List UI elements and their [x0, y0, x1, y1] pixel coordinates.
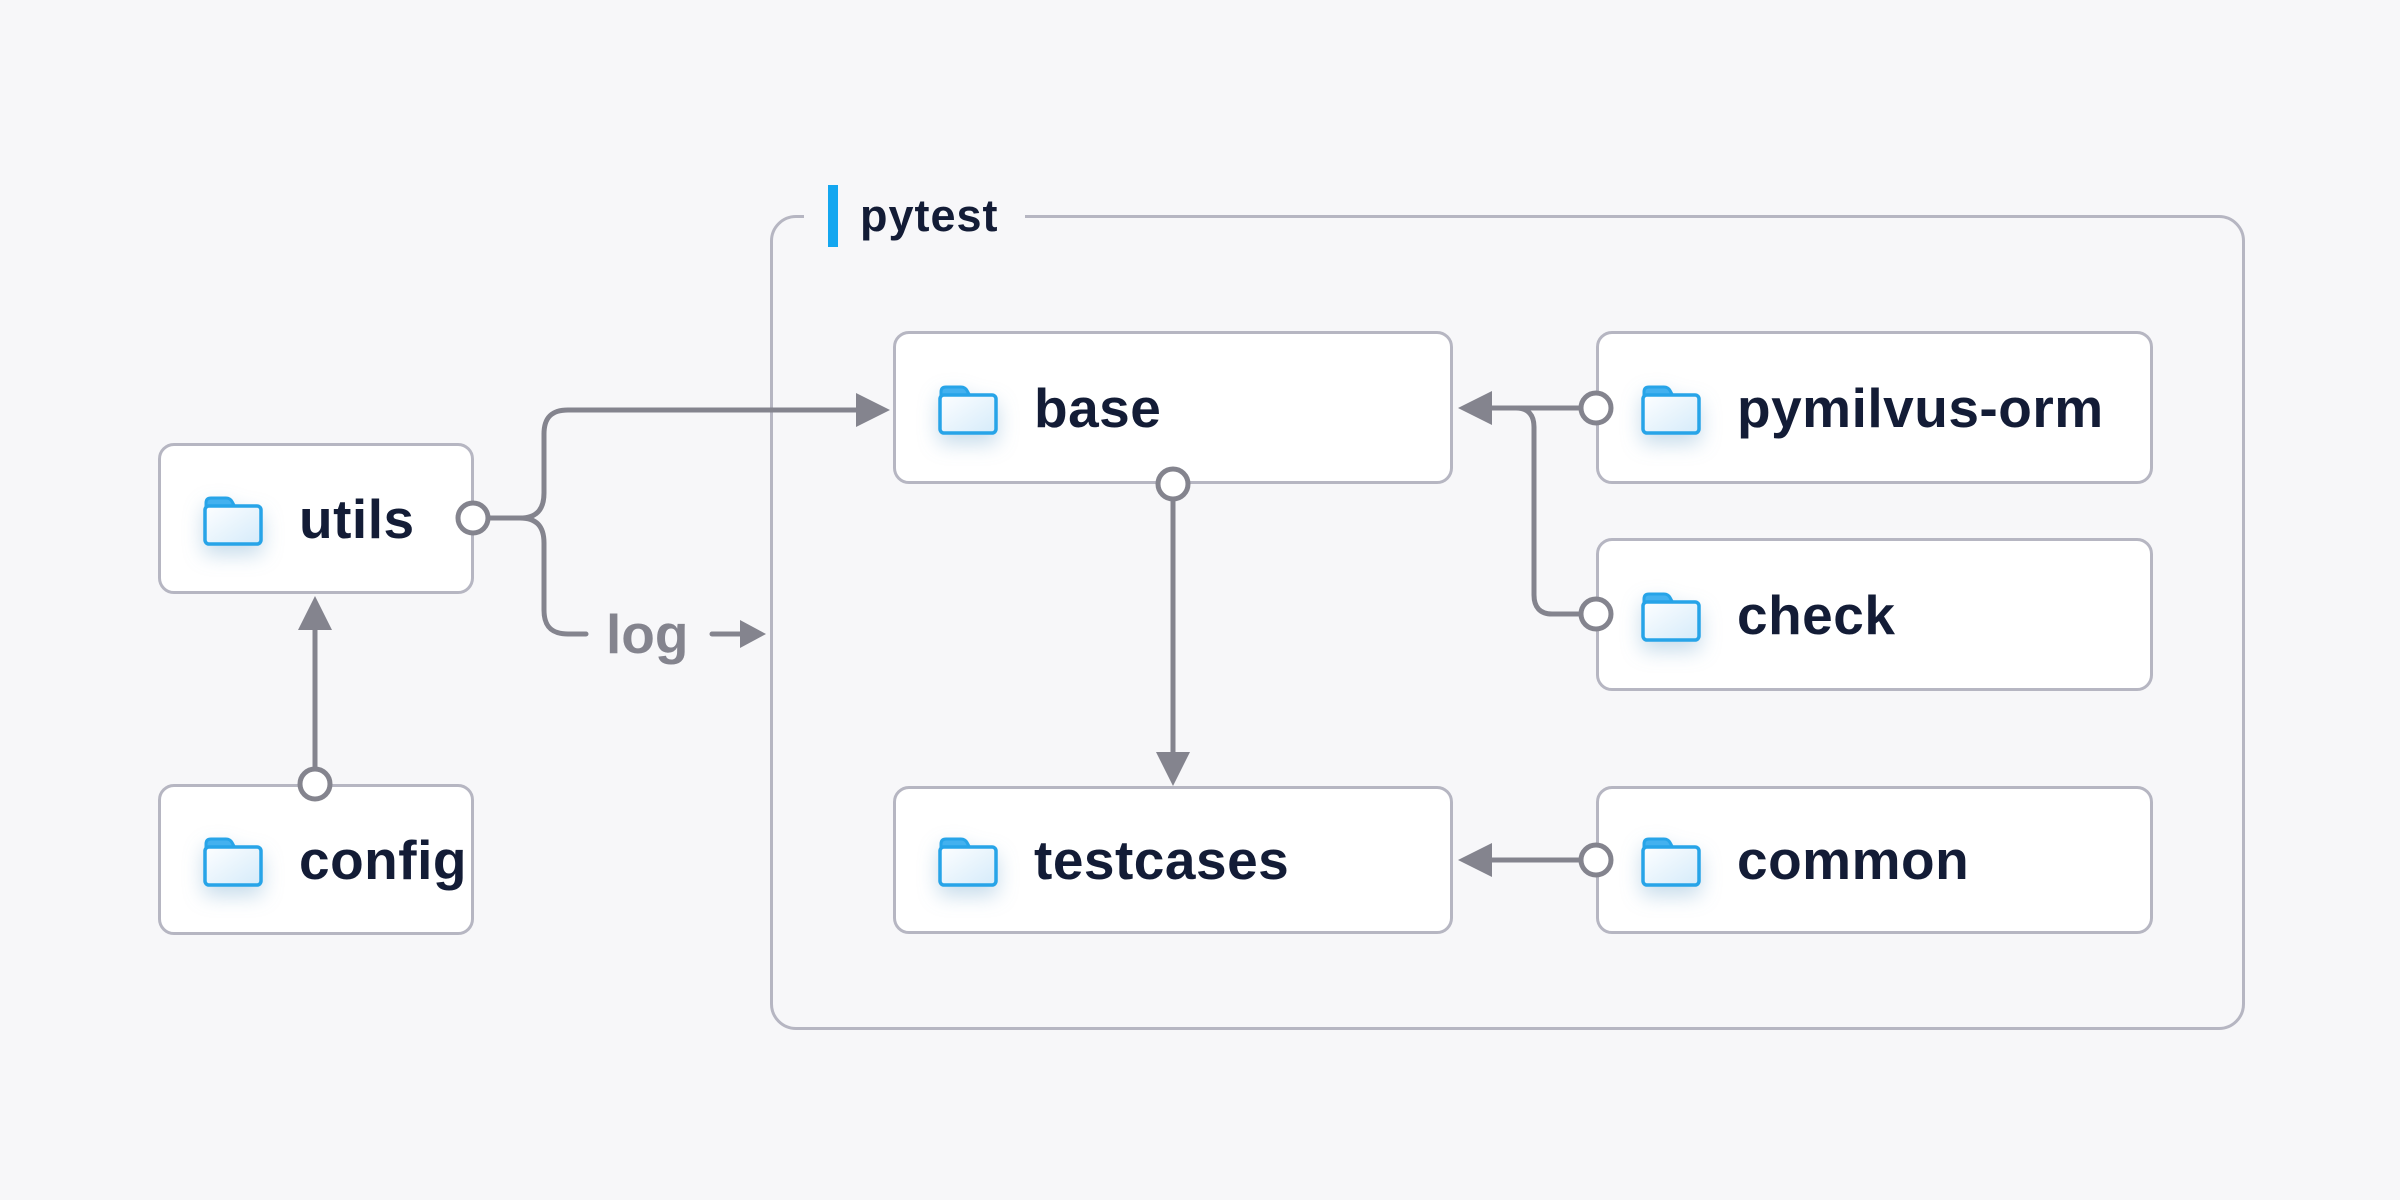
folder-icon: [1641, 385, 1701, 435]
arrowhead-into-utils: [298, 596, 332, 630]
folder-icon: [203, 496, 263, 546]
folder-icon: [203, 837, 263, 887]
node-label: common: [1737, 829, 1970, 891]
node-label: check: [1737, 583, 1896, 646]
folder-icon: [1641, 592, 1701, 642]
node-check[interactable]: check: [1596, 538, 2153, 691]
edge-utils-log: [485, 515, 589, 637]
node-label: config: [299, 828, 467, 891]
arrowhead-log: [740, 620, 766, 648]
node-base[interactable]: base: [893, 331, 1453, 484]
folder-icon: [938, 385, 998, 435]
node-label: testcases: [1034, 829, 1290, 891]
pytest-container: [770, 215, 2245, 1030]
node-label: base: [1034, 376, 1162, 439]
node-pymilvus-orm[interactable]: pymilvus-orm: [1596, 331, 2153, 484]
node-label: pymilvus-orm: [1737, 376, 2104, 439]
pytest-container-label: pytest: [804, 185, 1025, 247]
pytest-label-text: pytest: [860, 190, 999, 241]
accent-bar: [828, 185, 838, 247]
node-config[interactable]: config: [158, 784, 474, 935]
node-testcases[interactable]: testcases: [893, 786, 1453, 934]
node-label: utils: [299, 487, 415, 550]
folder-icon: [1641, 837, 1701, 887]
folder-icon: [938, 837, 998, 887]
edge-label-log: log: [606, 603, 689, 665]
node-utils[interactable]: utils: [158, 443, 474, 594]
node-common[interactable]: common: [1596, 786, 2153, 934]
